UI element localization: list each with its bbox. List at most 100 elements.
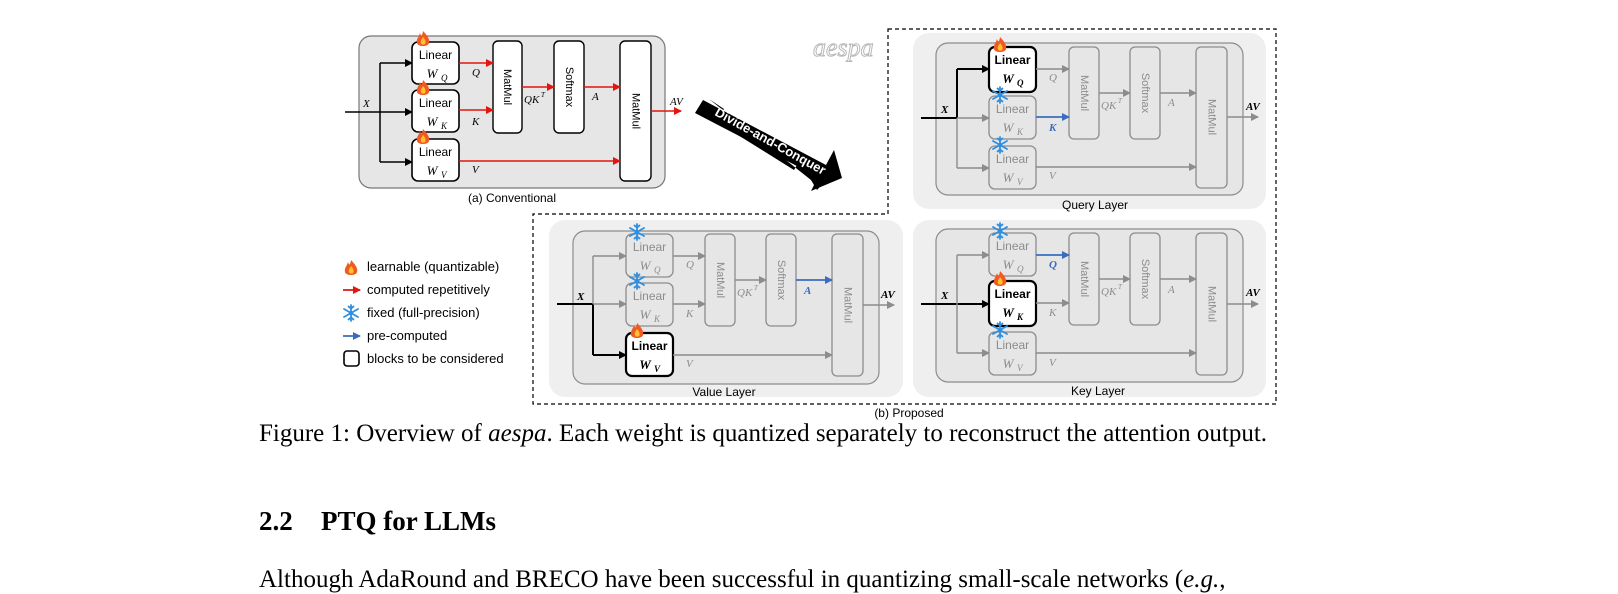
rounded-box-icon — [343, 350, 360, 367]
svg-text:Linear: Linear — [996, 152, 1029, 166]
svg-text:V: V — [1017, 363, 1024, 373]
softmax-label: Softmax — [563, 67, 575, 108]
svg-text:Softmax: Softmax — [775, 260, 787, 301]
svg-text:Linear: Linear — [994, 53, 1030, 67]
svg-text:K: K — [440, 121, 448, 131]
svg-text:W: W — [639, 357, 652, 372]
svg-text:MatMul: MatMul — [1206, 99, 1218, 135]
linear-k-label: Linear — [419, 96, 452, 110]
value-layer-diagram: X Linear W Q Linear W K Linear W V MatMu… — [549, 220, 903, 399]
svg-text:V: V — [686, 358, 694, 370]
key-layer-diagram: X Linear W Q Linear W K Linear W V MatMu… — [913, 220, 1266, 398]
svg-text:K: K — [1048, 122, 1057, 134]
value-layer-title: Value Layer — [692, 385, 755, 399]
svg-text:Q: Q — [1017, 78, 1024, 88]
linear-v-label: Linear — [419, 145, 452, 159]
svg-text:W: W — [640, 258, 652, 273]
svg-text:K: K — [1016, 312, 1024, 322]
svg-text:Q: Q — [472, 67, 480, 79]
proposed-outline — [532, 28, 1277, 405]
query-layer-diagram: X Linear W Q Linear W K Linear W V MatMu… — [913, 33, 1266, 212]
svg-text:W: W — [1003, 257, 1015, 272]
section-number: 2.2 — [259, 506, 293, 536]
svg-text:T: T — [1118, 97, 1123, 105]
svg-text:K: K — [685, 308, 694, 320]
svg-text:MatMul: MatMul — [1078, 261, 1090, 297]
svg-text:A: A — [1167, 284, 1175, 296]
svg-text:X: X — [576, 291, 585, 303]
conventional-diagram: X Linear W Q Linear W K Linear W V MatMu… — [345, 31, 684, 205]
svg-text:K: K — [1048, 307, 1057, 319]
svg-text:Linear: Linear — [633, 289, 666, 303]
svg-text:V: V — [1049, 357, 1057, 369]
svg-text:X: X — [940, 104, 949, 116]
legend-item-learnable: learnable (quantizable) — [367, 259, 499, 274]
key-layer-title: Key Layer — [1071, 384, 1125, 398]
conventional-caption: (a) Conventional — [468, 191, 556, 205]
svg-text:Linear: Linear — [994, 287, 1030, 301]
svg-text:MatMul: MatMul — [842, 287, 854, 323]
svg-text:Softmax: Softmax — [1139, 259, 1151, 300]
svg-text:Linear: Linear — [996, 338, 1029, 352]
svg-text:AV: AV — [669, 96, 684, 108]
proposed-caption: (b) Proposed — [874, 406, 943, 420]
svg-text:T: T — [541, 91, 546, 99]
svg-text:W: W — [427, 66, 439, 81]
svg-text:Linear: Linear — [996, 239, 1029, 253]
svg-text:V: V — [472, 164, 480, 176]
svg-text:QK: QK — [737, 287, 753, 299]
legend-item-blocks: blocks to be considered — [367, 351, 504, 366]
svg-text:A: A — [803, 285, 811, 297]
svg-text:Q: Q — [686, 259, 694, 271]
linear-q-label: Linear — [419, 48, 452, 62]
svg-text:Q: Q — [1049, 72, 1057, 84]
legend: learnable (quantizable) computed repetit… — [343, 259, 504, 367]
svg-text:Q: Q — [441, 73, 448, 83]
svg-text:Linear: Linear — [631, 339, 667, 353]
svg-text:W: W — [640, 307, 652, 322]
snowflake-icon — [343, 304, 359, 322]
svg-text:T: T — [754, 284, 759, 292]
svg-text:K: K — [653, 314, 661, 324]
svg-text:V: V — [1017, 177, 1024, 187]
svg-text:X: X — [940, 290, 949, 302]
svg-text:MatMul: MatMul — [1206, 286, 1218, 322]
svg-text:V: V — [654, 364, 661, 374]
figure-caption: Figure 1: Overview of aespa. Each weight… — [259, 420, 1268, 447]
svg-text:T: T — [1118, 283, 1123, 291]
svg-text:W: W — [1003, 356, 1015, 371]
svg-text:Linear: Linear — [996, 102, 1029, 116]
svg-text:V: V — [441, 170, 448, 180]
divide-and-conquer-label: Divide-and-Conquer — [713, 104, 829, 177]
matmul-1-label: MatMul — [501, 69, 513, 105]
svg-text:Linear: Linear — [633, 240, 666, 254]
svg-text:A: A — [591, 91, 599, 103]
body-paragraph: Although AdaRound and BRECO have been su… — [259, 566, 1226, 593]
svg-text:MatMul: MatMul — [1078, 75, 1090, 111]
flame-icon — [416, 31, 430, 46]
svg-text:AV: AV — [1245, 287, 1262, 299]
svg-text:V: V — [1049, 170, 1057, 182]
divide-and-conquer-arrow: Divide-and-Conquer — [695, 99, 842, 191]
matmul-2-label: MatMul — [630, 93, 642, 129]
svg-text:Q: Q — [1049, 259, 1057, 271]
query-layer-title: Query Layer — [1062, 198, 1128, 212]
svg-text:W: W — [427, 114, 439, 129]
svg-text:Softmax: Softmax — [1139, 73, 1151, 114]
svg-text:MatMul: MatMul — [714, 262, 726, 298]
svg-text:K: K — [1016, 127, 1024, 137]
svg-text:W: W — [427, 163, 439, 178]
svg-text:W: W — [1002, 305, 1015, 320]
legend-item-fixed: fixed (full-precision) — [367, 305, 480, 320]
svg-text:QK: QK — [524, 94, 540, 106]
svg-text:QK: QK — [1101, 286, 1117, 298]
svg-text:A: A — [1167, 97, 1175, 109]
svg-text:Q: Q — [654, 265, 661, 275]
svg-text:AV: AV — [880, 289, 897, 301]
svg-text:AV: AV — [1245, 101, 1262, 113]
svg-text:W: W — [1002, 71, 1015, 86]
svg-text:K: K — [471, 116, 480, 128]
legend-item-precomputed: pre-computed — [367, 328, 447, 343]
legend-item-computed: computed repetitively — [367, 282, 490, 297]
